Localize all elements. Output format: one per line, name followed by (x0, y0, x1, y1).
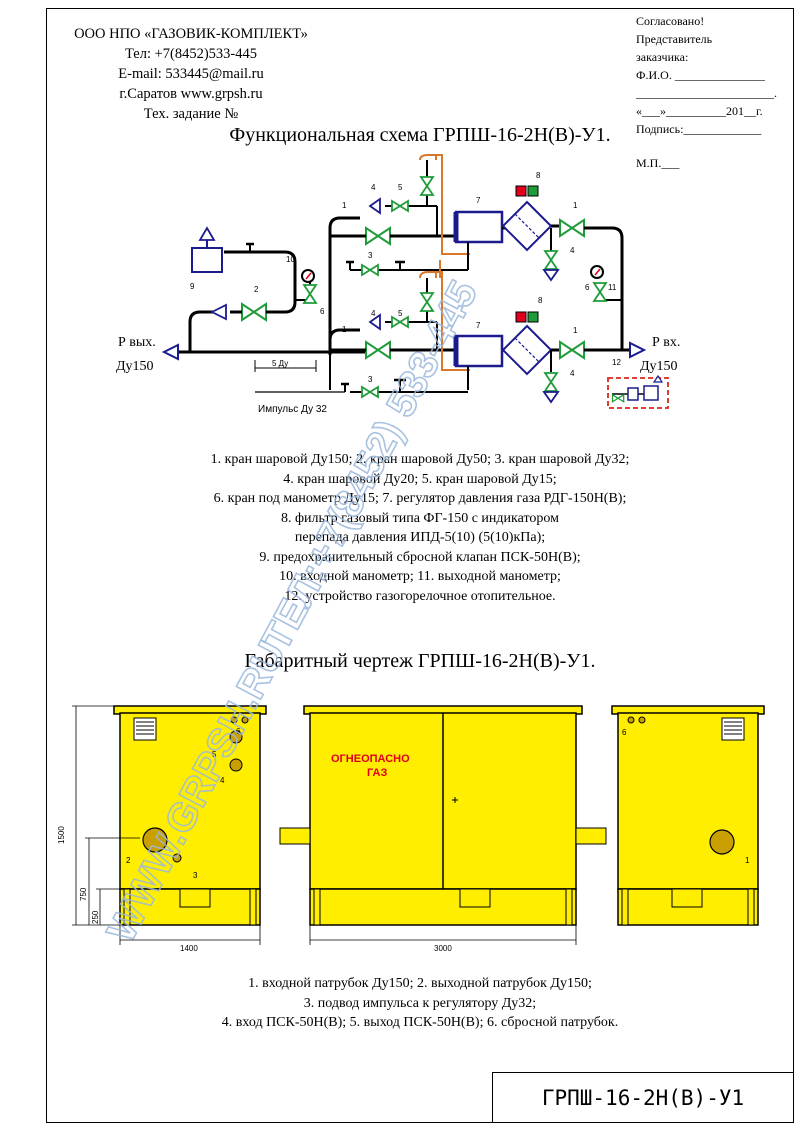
spec-number: Тех. задание № (143, 106, 239, 122)
title-stamp: ГРПШ-16-2Н(В)-У1 (492, 1072, 794, 1123)
drawing-labels: 1500 750 250 1400 3000 6 5 4 2 3 6 1 (57, 727, 750, 953)
legend1-line: 10. входной манометр; 11. выходной маном… (279, 569, 561, 584)
scheme-labels: 1 4 5 7 8 1 4 3 2 9 10 6 6 11 1 4 5 7 8 … (190, 171, 621, 415)
num-1a: 1 (342, 201, 347, 210)
approval-stamp: М.П.___ (636, 156, 680, 170)
front-view (279, 705, 607, 945)
callout-1: 1 (745, 856, 750, 865)
bypass-upper (344, 260, 468, 278)
legend2-line: 3. подвод импульса к регулятору Ду32; (303, 995, 537, 1011)
legend1-line: 6. кран под манометр Ду15; 7. регулятор … (213, 491, 627, 506)
scheme-legend: 1. кран шаровой Ду150; 2. кран шаровой Д… (46, 450, 794, 606)
num-2: 2 (254, 285, 259, 294)
warning-line-1: ОГНЕОПАСНО (331, 753, 410, 765)
dn-in-label: Ду150 (640, 359, 678, 374)
warning-line-2: ГАЗ (367, 767, 387, 779)
inlet-side (590, 265, 669, 409)
burner-12 (607, 377, 669, 409)
warning-sign: ОГНЕОПАСНО ГАЗ (331, 753, 410, 779)
num-1c: 1 (342, 325, 347, 334)
drawing-title: Габаритный чертеж ГРПШ-16-2Н(В)-У1. (244, 650, 596, 672)
dim-250: 250 (91, 910, 100, 924)
company-email: E-mail: 533445@mail.ru (118, 66, 264, 82)
lower-line (328, 271, 647, 404)
approval-line-3: заказчика: (636, 50, 689, 64)
callout-2: 2 (126, 856, 131, 865)
approval-fio: Ф.И.О. _______________ (636, 68, 765, 82)
company-name: ООО НПО «ГАЗОВИК-КОМПЛЕКТ» (74, 26, 308, 42)
dim-750: 750 (79, 887, 88, 901)
page-frame (46, 8, 794, 1123)
company-city-site: г.Саратов www.grpsh.ru (119, 86, 263, 102)
approval-blank: _______________________. (636, 86, 777, 100)
num-10: 10 (286, 255, 295, 264)
callout-6: 6 (236, 727, 241, 736)
approval-block: Согласовано! Представитель заказчика: Ф.… (636, 12, 786, 172)
dim-1500: 1500 (57, 826, 66, 844)
approval-date: «___»__________201__г. (636, 104, 763, 118)
num-11: 11 (608, 283, 617, 292)
num-9: 9 (190, 282, 195, 291)
num-12: 12 (612, 358, 621, 367)
dim-1400: 1400 (180, 944, 198, 953)
num-7b: 7 (476, 321, 481, 330)
num-8a: 8 (536, 171, 541, 180)
upper-line (328, 154, 624, 282)
num-4a: 4 (371, 183, 376, 192)
num-5a: 5 (398, 183, 403, 192)
legend1-line: 12. устройство газогорелочное отопительн… (284, 588, 556, 604)
company-phone: Тел: +7(8452)533-445 (124, 46, 258, 62)
callout-5: 5 (212, 750, 217, 759)
dim-3000: 3000 (434, 944, 452, 953)
p-in-label: Р вх. (652, 335, 680, 350)
legend1-line: перепада давления ИПД-5(10) (5(10)кПа); (294, 530, 546, 545)
regulator-7-upper (454, 210, 504, 244)
num-6a: 6 (320, 307, 325, 316)
approval-line-2: Представитель (636, 32, 713, 46)
relief-valve-9 (191, 247, 223, 273)
legend1-line: 8. фильтр газовый типа ФГ-150 с индикато… (280, 510, 560, 526)
approval-signature: Подпись:_____________ (636, 122, 762, 136)
num-6b: 6 (585, 283, 590, 292)
num-4b: 4 (570, 246, 575, 255)
company-block: ООО НПО «ГАЗОВИК-КОМПЛЕКТ» Тел: +7(8452)… (52, 24, 330, 124)
num-3b: 3 (368, 375, 373, 384)
pressure-labels: Р вых. Ду150 Р вх. Ду150 (116, 335, 680, 374)
num-4d: 4 (570, 369, 575, 378)
num-4c: 4 (371, 309, 376, 318)
impulse-label: Импульс Ду 32 (258, 404, 327, 415)
side-view-right (611, 705, 765, 926)
legend1-line: 9. предохранительный сбросной клапан ПСК… (259, 549, 581, 565)
callout-4: 4 (220, 776, 225, 785)
callout-3: 3 (193, 871, 198, 880)
legend2-line: 4. вход ПСК-50Н(В); 5. выход ПСК-50Н(В);… (221, 1015, 619, 1030)
callout-6b: 6 (622, 728, 627, 737)
side-view-left (72, 705, 267, 945)
legend1-line: 4. кран шаровой Ду20; 5. кран шаровой Ду… (283, 471, 557, 487)
num-5b: 5 (398, 309, 403, 318)
p-out-label: Р вых. (118, 335, 156, 350)
drawing-legend: 1. входной патрубок Ду150; 2. выходной п… (46, 974, 794, 1033)
num-3a: 3 (368, 251, 373, 260)
num-1b: 1 (573, 201, 578, 210)
num-8b: 8 (538, 296, 543, 305)
legend2-line: 1. входной патрубок Ду150; 2. выходной п… (248, 976, 592, 991)
du5-label: 5 Ду (272, 359, 288, 368)
regulator-7-lower (454, 334, 504, 368)
num-1d: 1 (573, 326, 578, 335)
legend1-line: 1. кран шаровой Ду150; 2. кран шаровой Д… (210, 452, 630, 467)
scheme-title: Функциональная схема ГРПШ-16-2Н(В)-У1. (229, 124, 611, 146)
num-7a: 7 (476, 196, 481, 205)
dn-out-label: Ду150 (116, 359, 154, 374)
approval-line-1: Согласовано! (636, 14, 705, 28)
bypass-lower (254, 355, 468, 398)
